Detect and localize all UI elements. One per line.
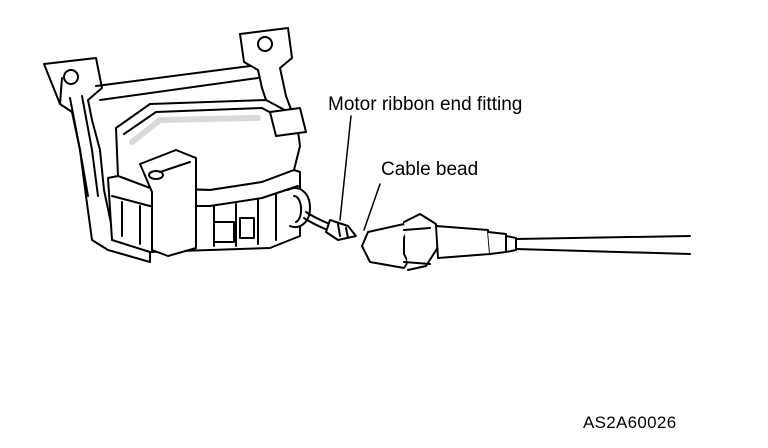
cable-bead-connector — [361, 213, 517, 271]
leader-line-cable-bead — [363, 183, 381, 231]
front-tab-hole — [148, 170, 164, 180]
motor-ribbon-label: Motor ribbon end fitting — [328, 94, 523, 115]
right-bracket-hole — [257, 36, 273, 52]
motor-ribbon-end-fitting — [325, 219, 357, 241]
leader-line-motor-ribbon — [339, 115, 352, 221]
figure-code: AS2A60026 — [583, 413, 677, 432]
actuator-housing — [107, 99, 311, 257]
cable-bead-label: Cable bead — [381, 159, 479, 180]
right-mounting-bracket — [95, 27, 293, 113]
cable — [515, 235, 691, 255]
left-bracket-hole — [63, 69, 79, 85]
